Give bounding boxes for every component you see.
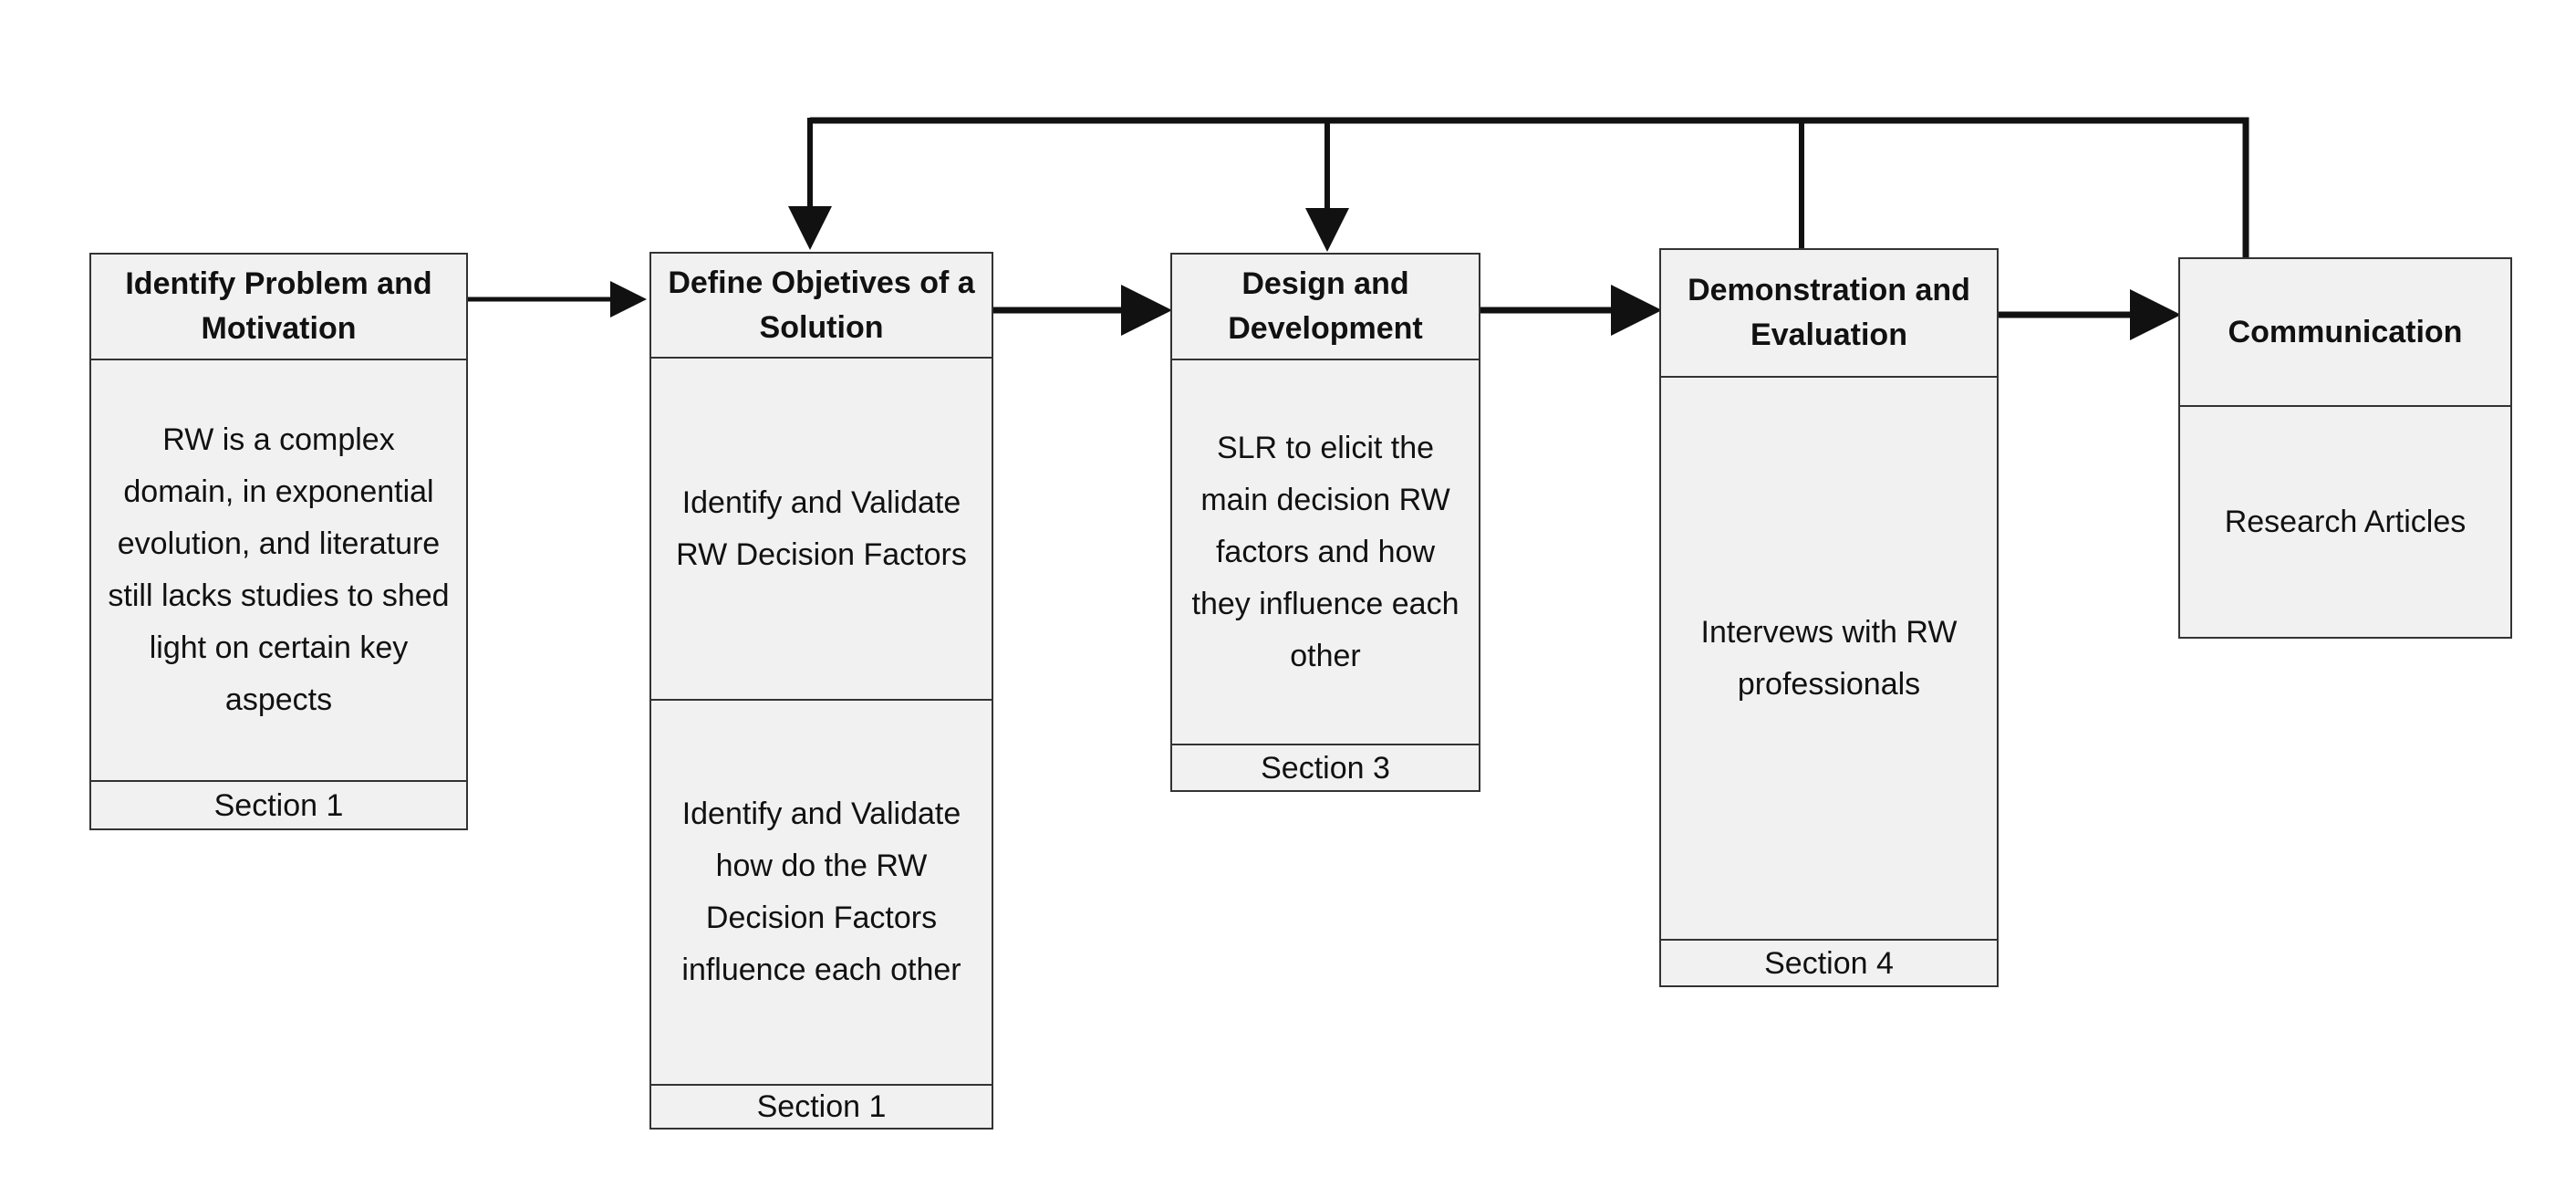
box-design-development-header: Design and Development [1228,266,1423,346]
box-identify-problem-section: Section 1 [91,780,466,828]
box-communication-header: Communication [2228,314,2463,349]
box-design-development-section: Section 3 [1172,744,1479,790]
box-define-objectives: Define Objetives of a Solution Identify … [649,252,993,1130]
feedback-loop-line [810,117,2249,257]
box-communication: Communication Research Articles [2178,257,2512,639]
box-define-objectives-body-2: Identify and Validate how do the RW Deci… [651,699,992,1084]
box-define-objectives-section: Section 1 [651,1084,992,1128]
box-demonstration-evaluation: Demonstration and Evaluation Intervews w… [1659,248,1999,987]
box-design-development-body: SLR to elicit the main decision RW facto… [1172,359,1479,744]
box-demonstration-evaluation-section: Section 4 [1661,939,1997,985]
box-define-objectives-header: Define Objetives of a Solution [668,265,975,345]
box-demonstration-evaluation-body: Intervews with RW professionals [1661,376,1997,939]
box-define-objectives-body-1: Identify and Validate RW Decision Factor… [651,357,992,699]
box-demonstration-evaluation-header: Demonstration and Evaluation [1688,273,1970,352]
box-identify-problem-header: Identify Problem and Motivation [125,266,432,346]
box-identify-problem: Identify Problem and Motivation RW is a … [89,253,468,830]
box-design-development: Design and Development SLR to elicit the… [1170,253,1480,792]
box-identify-problem-body: RW is a complex domain, in exponential e… [91,359,466,780]
box-communication-body: Research Articles [2180,405,2510,637]
